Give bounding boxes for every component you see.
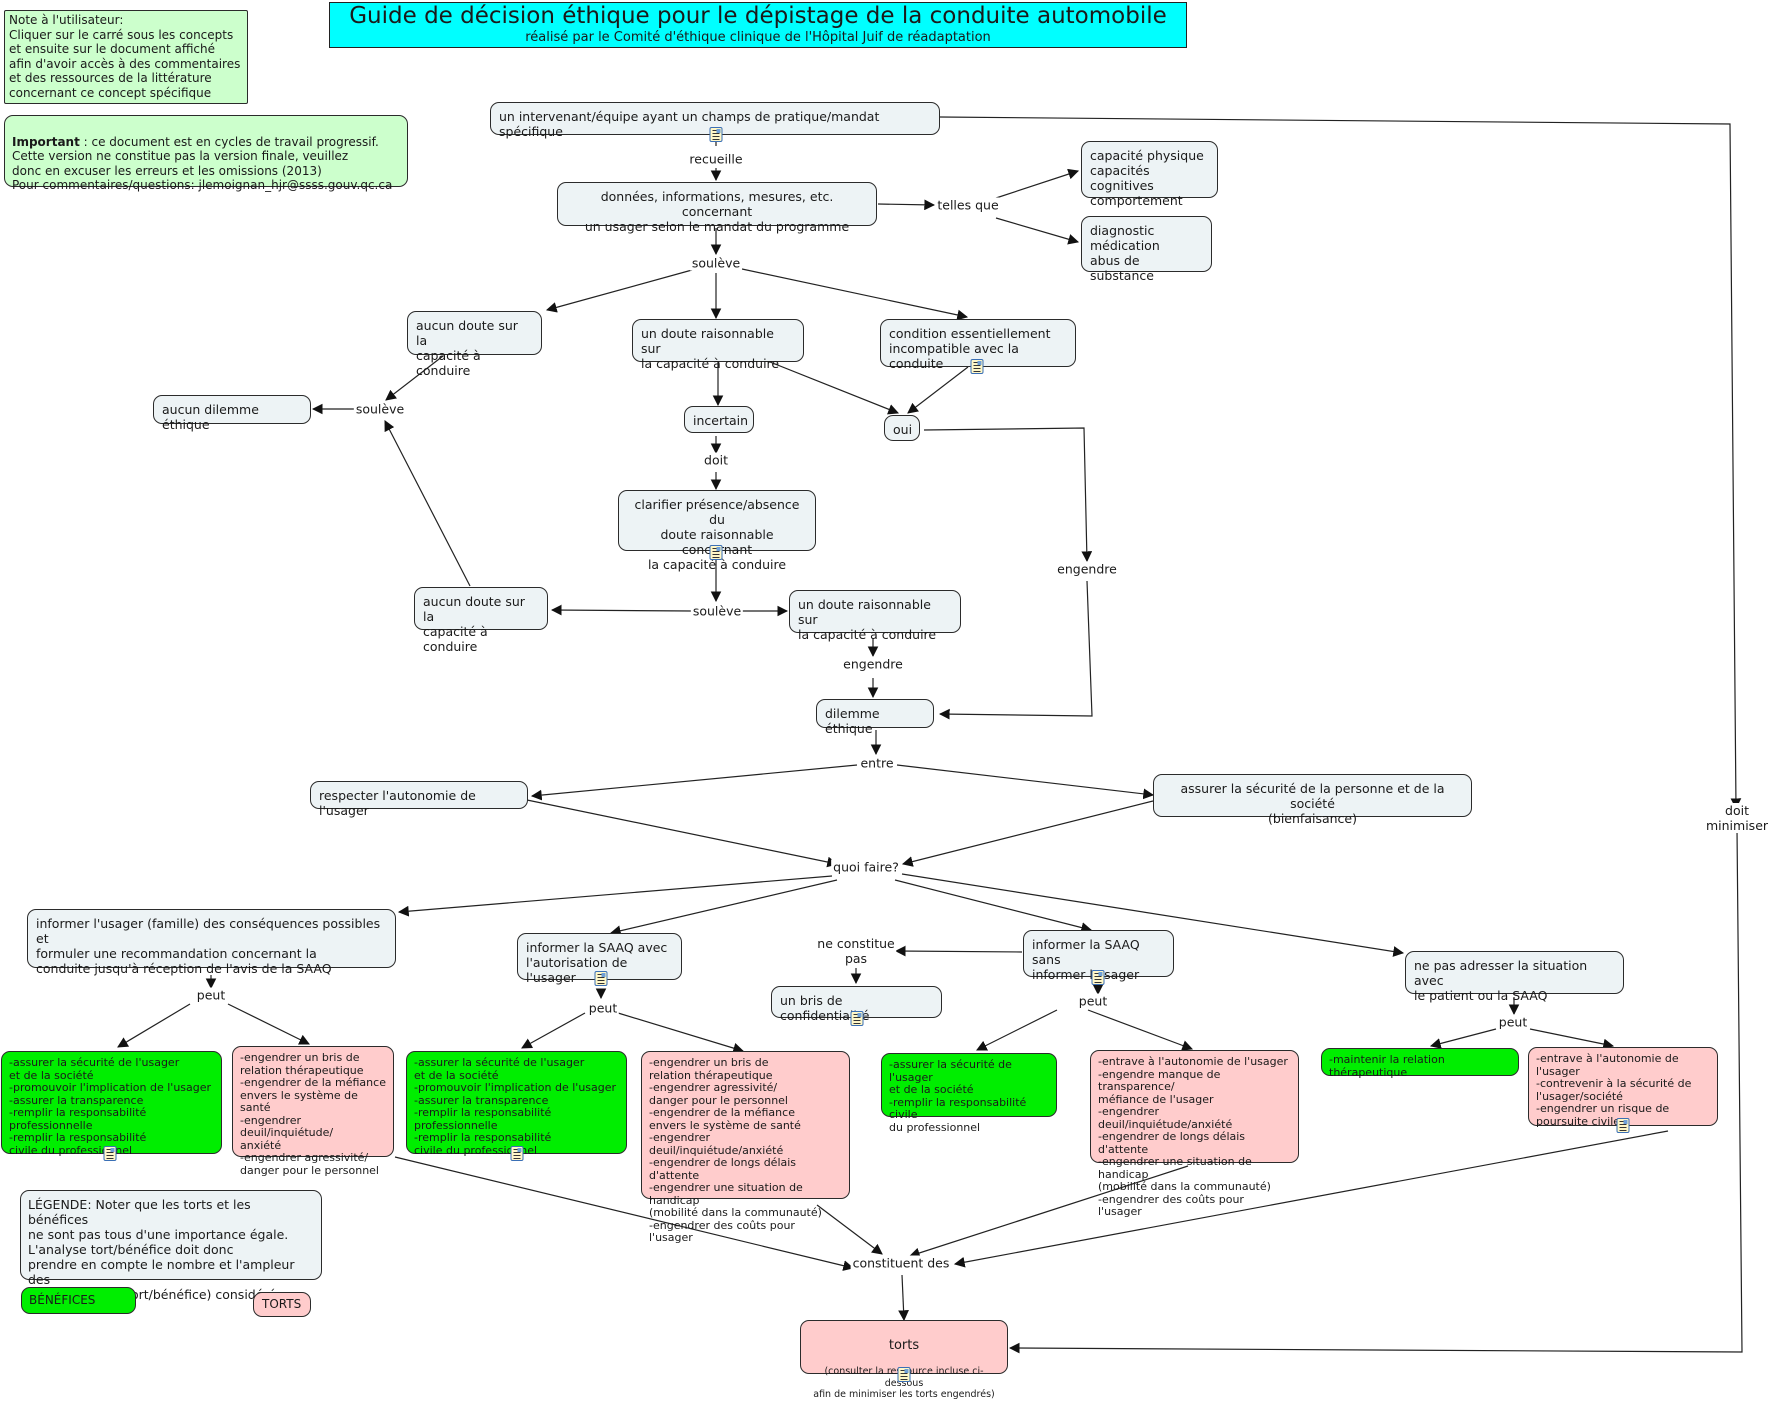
edge — [877, 199, 936, 211]
concept-doute-raisonnable-2[interactable]: un doute raisonnable sur la capacité à c… — [789, 590, 961, 642]
resource-document-icon[interactable] — [970, 359, 984, 374]
concept-torts[interactable]: torts (consulter la ressource incluse ci… — [800, 1320, 1008, 1400]
edge — [764, 359, 900, 415]
resource-document-icon[interactable] — [1091, 970, 1105, 985]
page-subtitle: réalisé par le Comité d'éthique clinique… — [525, 30, 991, 45]
concept-dilemme[interactable]: dilemme éthique — [816, 699, 934, 736]
edge — [1429, 1028, 1497, 1049]
harms-option-3[interactable]: -entrave à l'autonomie de l'usager -enge… — [1090, 1050, 1299, 1218]
concept-autonomie[interactable]: respecter l'autonomie de l'usager — [310, 781, 528, 818]
edge — [995, 168, 1080, 199]
link-recueille: recueille — [687, 151, 745, 167]
edge — [976, 1009, 1058, 1051]
link-constituent-des: constituent des — [850, 1255, 952, 1271]
resource-document-icon[interactable] — [510, 1146, 524, 1161]
harms-option-4[interactable]: -entrave à l'autonomie de l'usager -cont… — [1528, 1047, 1718, 1127]
resource-document-icon[interactable] — [709, 545, 723, 560]
concept-diagnostic[interactable]: diagnostic médication abus de substance — [1081, 216, 1212, 283]
important-note: Important : ce document est en cycles de… — [4, 115, 408, 192]
link-doit-minimiser: doit minimiser — [1703, 803, 1771, 833]
important-label: Important — [12, 134, 80, 149]
benefits-option-3[interactable]: -assurer la sécurité de l'usager et de l… — [881, 1053, 1057, 1133]
edge — [907, 366, 969, 414]
link-peut-3: peut — [1076, 993, 1110, 1009]
edge — [894, 879, 1093, 933]
harms-option-2[interactable]: -engendrer un bris de relation thérapeut… — [641, 1051, 850, 1244]
edge — [953, 1130, 1669, 1268]
legend-benefits: BÉNÉFICES — [21, 1287, 136, 1314]
edge — [896, 764, 1155, 800]
user-note: Note à l'utilisateur: Cliquer sur le car… — [4, 10, 248, 104]
legend-harms: TORTS — [253, 1292, 311, 1317]
edge — [898, 1274, 909, 1322]
edge — [894, 945, 1023, 957]
option-ne-pas-adresser[interactable]: ne pas adresser la situation avec le pat… — [1405, 951, 1624, 1003]
link-engendre-2: engendre — [1055, 561, 1119, 577]
resource-document-icon[interactable] — [850, 1011, 864, 1026]
concept-oui[interactable]: oui — [884, 415, 920, 441]
edge — [938, 580, 1093, 720]
resource-document-icon[interactable] — [897, 1367, 911, 1382]
link-engendre-1: engendre — [841, 656, 905, 672]
torts-title: torts — [888, 1337, 920, 1353]
concept-aucun-dilemme[interactable]: aucun dilemme éthique — [153, 395, 311, 432]
legend-box: LÉGENDE: Noter que les torts et les béné… — [20, 1190, 322, 1302]
edge — [1087, 1009, 1194, 1051]
edge — [923, 427, 1093, 563]
edge — [901, 800, 1154, 867]
link-telles-que: telles que — [935, 197, 1001, 213]
edge — [995, 217, 1080, 245]
resource-document-icon[interactable] — [594, 971, 608, 986]
edge — [530, 764, 858, 801]
link-souleve-3: soulève — [690, 603, 744, 619]
edge — [1529, 1028, 1615, 1050]
resource-document-icon[interactable] — [1616, 1118, 1630, 1133]
link-quoi-faire: quoi faire? — [831, 859, 901, 875]
title-banner: Guide de décision éthique pour le dépist… — [329, 2, 1187, 48]
edge — [741, 268, 969, 321]
link-doit: doit — [702, 452, 730, 468]
link-souleve-2: soulève — [353, 401, 407, 417]
edge — [521, 1012, 586, 1049]
benefits-option-2[interactable]: -assurer la sécurité de l'usager et de l… — [406, 1051, 627, 1156]
link-peut-2: peut — [586, 1000, 620, 1016]
concept-donnees[interactable]: données, informations, mesures, etc. con… — [557, 182, 877, 234]
resource-document-icon[interactable] — [709, 127, 723, 142]
link-entre: entre — [858, 755, 896, 771]
link-souleve-1: soulève — [689, 255, 743, 271]
edge — [545, 269, 693, 313]
edge — [550, 604, 693, 616]
option-informer-usager[interactable]: informer l'usager (famille) des conséque… — [27, 909, 396, 976]
resource-document-icon[interactable] — [103, 1146, 117, 1161]
edge — [617, 1012, 745, 1054]
edge — [384, 420, 471, 587]
harms-option-1[interactable]: -engendrer un bris de relation thérapeut… — [232, 1046, 394, 1176]
concept-capacites[interactable]: capacité physique capacités cognitives c… — [1081, 141, 1218, 208]
edge — [117, 1003, 191, 1048]
edge — [939, 116, 1742, 810]
concept-doute-raisonnable-1[interactable]: un doute raisonnable sur la capacité à c… — [632, 319, 804, 371]
concept-clarifier[interactable]: clarifier présence/absence du doute rais… — [618, 490, 816, 572]
edge — [397, 875, 833, 917]
benefits-option-4[interactable]: -maintenir la relation thérapeutique — [1321, 1048, 1519, 1078]
edge — [609, 879, 838, 937]
edge — [227, 1003, 310, 1045]
link-peut-4: peut — [1496, 1014, 1530, 1030]
edge — [526, 799, 839, 868]
page-title: Guide de décision éthique pour le dépist… — [349, 3, 1167, 29]
concept-incertain[interactable]: incertain — [684, 406, 754, 433]
concept-securite[interactable]: assurer la sécurité de la personne et de… — [1153, 774, 1472, 826]
edge — [816, 1204, 883, 1255]
benefits-option-1[interactable]: -assurer la sécurité de l'usager et de l… — [1, 1051, 222, 1156]
link-peut-1: peut — [194, 987, 228, 1003]
concept-aucun-doute-2[interactable]: aucun doute sur la capacité à conduire — [414, 587, 548, 654]
important-text: : ce document est en cycles de travail p… — [12, 134, 393, 193]
concept-aucun-doute-1[interactable]: aucun doute sur la capacité à conduire — [407, 311, 542, 378]
link-ne-constitue-pas: ne constitue pas — [815, 936, 897, 966]
